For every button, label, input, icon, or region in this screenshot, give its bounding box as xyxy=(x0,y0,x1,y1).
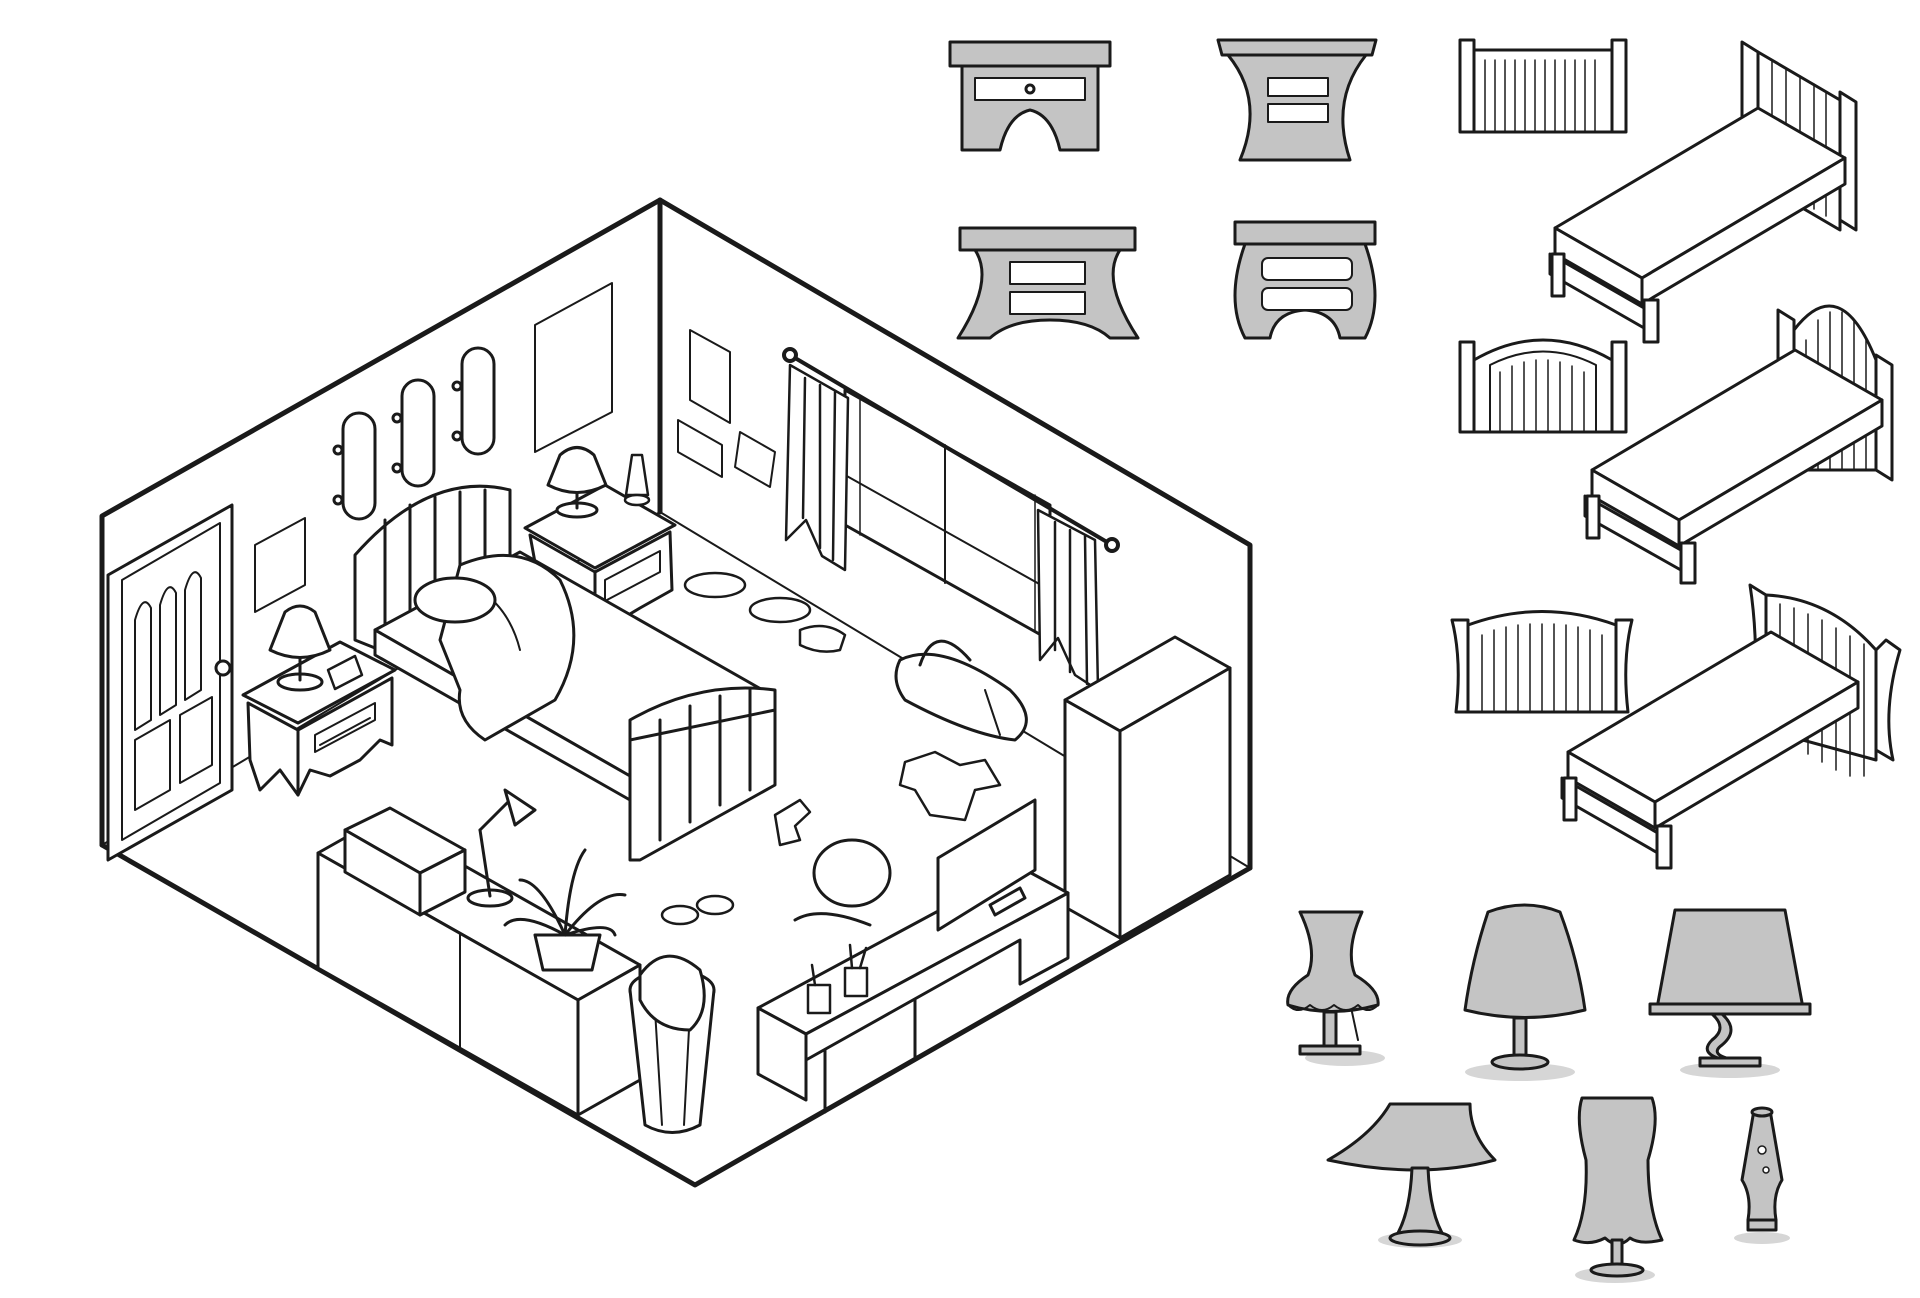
alarm-clock xyxy=(326,654,364,691)
nightstand-asset-4 xyxy=(1233,220,1377,340)
potted-plant xyxy=(503,848,627,972)
lamp-assets xyxy=(1286,903,1812,1283)
headboard-asset-1 xyxy=(1458,38,1628,134)
nightstand-asset-1 xyxy=(948,40,1112,152)
slippers xyxy=(660,894,735,926)
socks xyxy=(773,798,812,847)
t-shirt xyxy=(898,750,1002,822)
laundry-basket xyxy=(628,954,716,1134)
isometric-bedroom-scene xyxy=(99,197,1253,1188)
monitor xyxy=(936,798,1037,932)
wardrobe xyxy=(1063,635,1232,940)
lamp-asset-1 xyxy=(1286,910,1385,1066)
bed xyxy=(353,484,777,862)
lamp-asset-5 xyxy=(1572,1096,1664,1283)
nightstand-asset-3 xyxy=(956,226,1140,340)
nightstand-asset-2 xyxy=(1216,38,1378,162)
bed-asset-3 xyxy=(1560,583,1902,870)
printer xyxy=(343,806,467,917)
duffel-bag xyxy=(894,639,1028,742)
office-chair xyxy=(793,838,892,927)
bed-assets xyxy=(1548,40,1902,870)
table-lamp-left xyxy=(268,604,332,692)
headboard-asset-3 xyxy=(1450,610,1634,714)
bed-asset-1 xyxy=(1548,40,1858,344)
desk-lamp xyxy=(466,788,537,908)
headboard-assets xyxy=(1450,38,1634,714)
lamp-asset-6 xyxy=(1734,1106,1790,1244)
lava-lamp xyxy=(623,453,651,507)
wall-posters xyxy=(254,282,776,613)
headboard-asset-2 xyxy=(1458,338,1628,434)
door xyxy=(106,503,234,862)
lamp-asset-4 xyxy=(1326,1102,1497,1248)
bed-asset-2 xyxy=(1583,304,1894,585)
curtain-left xyxy=(784,363,850,572)
pencil-cup xyxy=(806,943,869,1015)
shoes xyxy=(683,571,847,653)
lamp-asset-3 xyxy=(1648,908,1812,1078)
lamp-asset-2 xyxy=(1463,903,1587,1081)
skateboards xyxy=(332,346,496,521)
nightstand-assets xyxy=(948,38,1378,340)
table-lamp-right xyxy=(546,446,608,519)
curtain-right xyxy=(1036,508,1100,692)
curtain-rod xyxy=(782,347,1120,553)
